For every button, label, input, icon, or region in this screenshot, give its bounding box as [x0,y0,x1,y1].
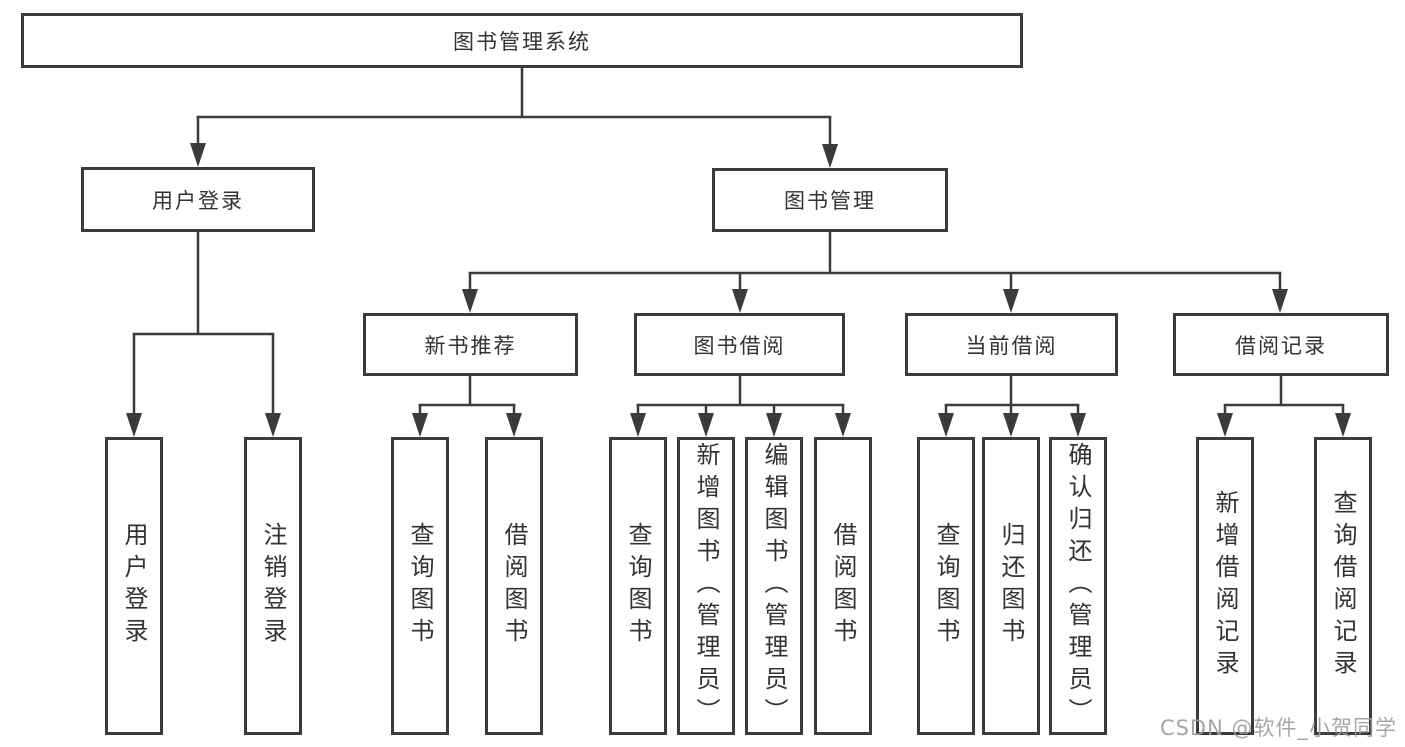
leaf-return-books: 归还图书 [982,437,1040,735]
node-label: 图书借阅 [693,333,786,358]
leaf-logout: 注销登录 [244,437,302,735]
leaf-query-books-1: 查询图书 [391,437,449,735]
node-label: 编辑图书（管理员） [760,442,788,730]
connector-book-management [462,232,1288,313]
connector-current-borrow [938,376,1086,437]
node-label: 查询图书 [624,522,652,650]
node-label: 归还图书 [997,522,1025,650]
node-label: 图书管理 [784,189,876,213]
leaf-edit-books-admin: 编辑图书（管理员） [745,437,803,735]
leaf-borrow-books-2: 借阅图书 [814,437,872,735]
node-current-borrow: 当前借阅 [905,313,1118,376]
node-label: 借阅记录 [1235,333,1327,358]
node-label: 图书管理系统 [453,29,591,54]
leaf-add-books-admin: 新增图书（管理员） [677,437,735,735]
leaf-add-borrow-record: 新增借阅记录 [1196,437,1254,735]
node-book-borrow: 图书借阅 [634,313,845,376]
node-label: 用户登录 [152,188,244,213]
csdn-watermark: CSDN @软件_小贺同学 [1159,716,1397,740]
node-label: 查询借阅记录 [1329,490,1357,682]
node-user-login: 用户登录 [81,167,315,232]
node-label: 借阅图书 [829,522,857,650]
connector-user-login [126,232,281,437]
node-label: 注销登录 [259,522,287,650]
leaf-borrow-books-1: 借阅图书 [485,437,543,735]
connector-borrow-records [1217,376,1351,437]
node-label: 查询图书 [406,522,434,650]
node-new-book-recommend: 新书推荐 [363,313,578,376]
node-label: 确认归还（管理员） [1064,442,1092,730]
node-label: 借阅图书 [500,522,528,650]
node-borrow-records: 借阅记录 [1173,313,1389,376]
leaf-query-borrow-record: 查询借阅记录 [1314,437,1372,735]
leaf-query-books-2: 查询图书 [609,437,667,735]
node-label: 查询图书 [932,522,960,650]
leaf-user-login: 用户登录 [105,437,163,735]
node-label: 新增图书（管理员） [692,442,720,730]
connector-root [190,68,838,168]
node-book-management: 图书管理 [712,168,948,232]
connector-new-book [412,376,522,437]
node-label: 当前借阅 [965,333,1058,358]
node-label: 新书推荐 [424,333,517,358]
leaf-confirm-return-admin: 确认归还（管理员） [1049,437,1107,735]
node-label: 新增借阅记录 [1211,490,1239,682]
node-root-library-system: 图书管理系统 [21,13,1023,68]
connector-book-borrow [630,376,851,437]
node-label: 用户登录 [120,522,148,650]
leaf-query-books-3: 查询图书 [917,437,975,735]
